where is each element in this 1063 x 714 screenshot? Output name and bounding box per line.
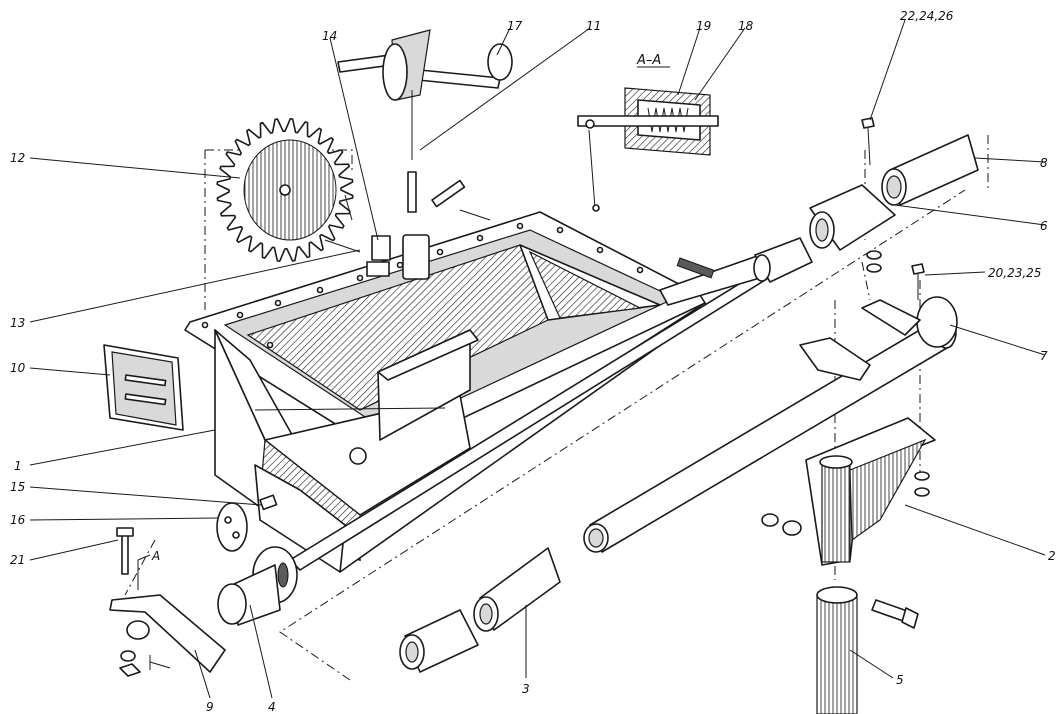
callout-13: 13: [10, 316, 25, 330]
end-shaft: [217, 546, 298, 626]
upper-sleeves: [753, 134, 979, 283]
callout-16: 16: [10, 513, 26, 527]
callout-19: 19: [696, 19, 711, 33]
sprocket-wheel: [216, 118, 354, 262]
callout-labels: A–A A 1 2 3 4 5 6 7 8 9 10 11 12 13 14 1…: [10, 9, 1056, 714]
crank-parts: [109, 494, 278, 677]
hopper-body: [184, 211, 711, 573]
callout-4: 4: [268, 700, 276, 714]
section-cut-mark: A: [151, 549, 160, 563]
leader-lines: [29, 19, 1046, 699]
callout-18: 18: [738, 19, 754, 33]
tube-clamps: [799, 299, 921, 381]
callout-20: 20,23,25: [988, 266, 1041, 280]
section-a-a: [577, 66, 719, 212]
callout-11: 11: [586, 19, 601, 33]
callout-6: 6: [1040, 219, 1048, 233]
callout-3: 3: [522, 682, 530, 696]
callout-22: 22,24,26: [900, 9, 954, 23]
callout-14: 14: [322, 29, 337, 43]
control-lever: [324, 29, 513, 280]
callout-5: 5: [896, 673, 904, 687]
callout-2: 2: [1048, 549, 1056, 563]
callout-21: 21: [10, 553, 25, 567]
support-bracket: [805, 417, 936, 566]
callout-15: 15: [10, 480, 25, 494]
section-title: A–A: [636, 53, 661, 68]
callout-7: 7: [1040, 349, 1048, 363]
callout-10: 10: [10, 361, 26, 375]
cover-plate: [103, 344, 184, 431]
callout-9: 9: [206, 700, 214, 714]
post: [816, 586, 919, 714]
fasteners: [761, 117, 930, 536]
callout-17: 17: [507, 19, 523, 33]
callout-1: 1: [14, 459, 22, 473]
sleeve-tubes: [399, 547, 561, 673]
callout-8: 8: [1040, 156, 1048, 170]
callout-12: 12: [10, 151, 25, 165]
